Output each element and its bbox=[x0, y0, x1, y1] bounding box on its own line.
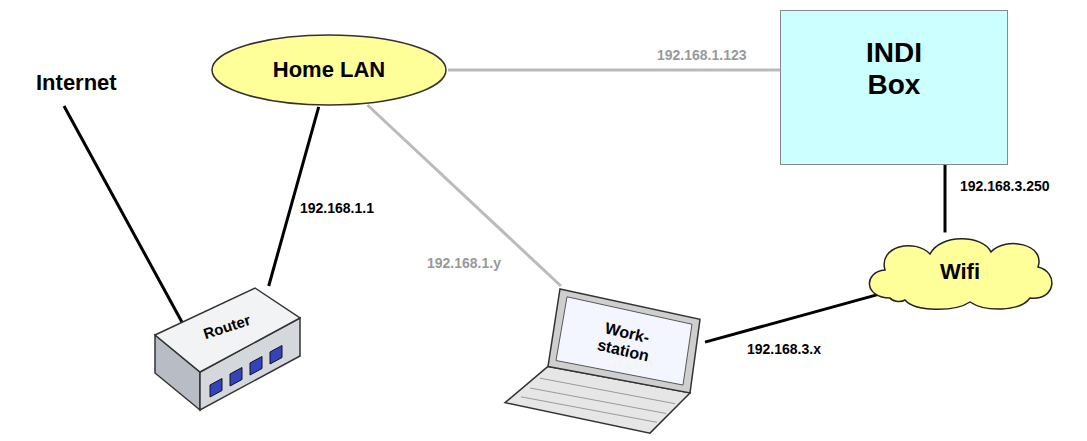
keyboard-row bbox=[530, 388, 666, 413]
wifi-cloud-outline bbox=[869, 239, 1051, 310]
ip-address: 192.168.3.250 bbox=[958, 178, 1052, 195]
router-device: Router bbox=[150, 286, 305, 420]
indi-box: INDI Box bbox=[780, 10, 1008, 165]
ip-address: 192.168.1.1 bbox=[298, 200, 376, 217]
router-illustration bbox=[150, 286, 305, 420]
router-port bbox=[230, 368, 242, 387]
ip-address: 192.168.1.y bbox=[425, 255, 503, 272]
network-link bbox=[269, 107, 319, 286]
network-link bbox=[367, 105, 560, 286]
network-label: Internet bbox=[34, 70, 119, 96]
lan-ellipse-outline bbox=[212, 35, 446, 105]
laptop-screen bbox=[556, 297, 692, 385]
workstation-laptop: Work- station bbox=[500, 286, 705, 438]
device-name: INDI Box bbox=[849, 37, 939, 101]
network-link bbox=[448, 69, 780, 72]
router-port bbox=[250, 357, 262, 376]
ip-address: 192.168.1.123 bbox=[655, 47, 749, 64]
wifi-cloud: Wifi bbox=[860, 232, 1060, 312]
laptop-illustration bbox=[500, 286, 705, 438]
laptop-lid bbox=[548, 289, 700, 393]
network-name: Home LAN bbox=[273, 57, 385, 83]
router-top bbox=[155, 288, 300, 372]
router-port bbox=[210, 379, 222, 398]
network-link bbox=[705, 295, 878, 342]
network-link bbox=[944, 165, 947, 232]
network-name: Wifi bbox=[940, 259, 980, 285]
router-port bbox=[270, 346, 282, 365]
ip-address: 192.168.3.x bbox=[745, 341, 823, 358]
internet-line bbox=[64, 106, 183, 324]
lan-ellipse: Home LAN bbox=[210, 33, 448, 107]
keyboard-row bbox=[521, 397, 657, 422]
